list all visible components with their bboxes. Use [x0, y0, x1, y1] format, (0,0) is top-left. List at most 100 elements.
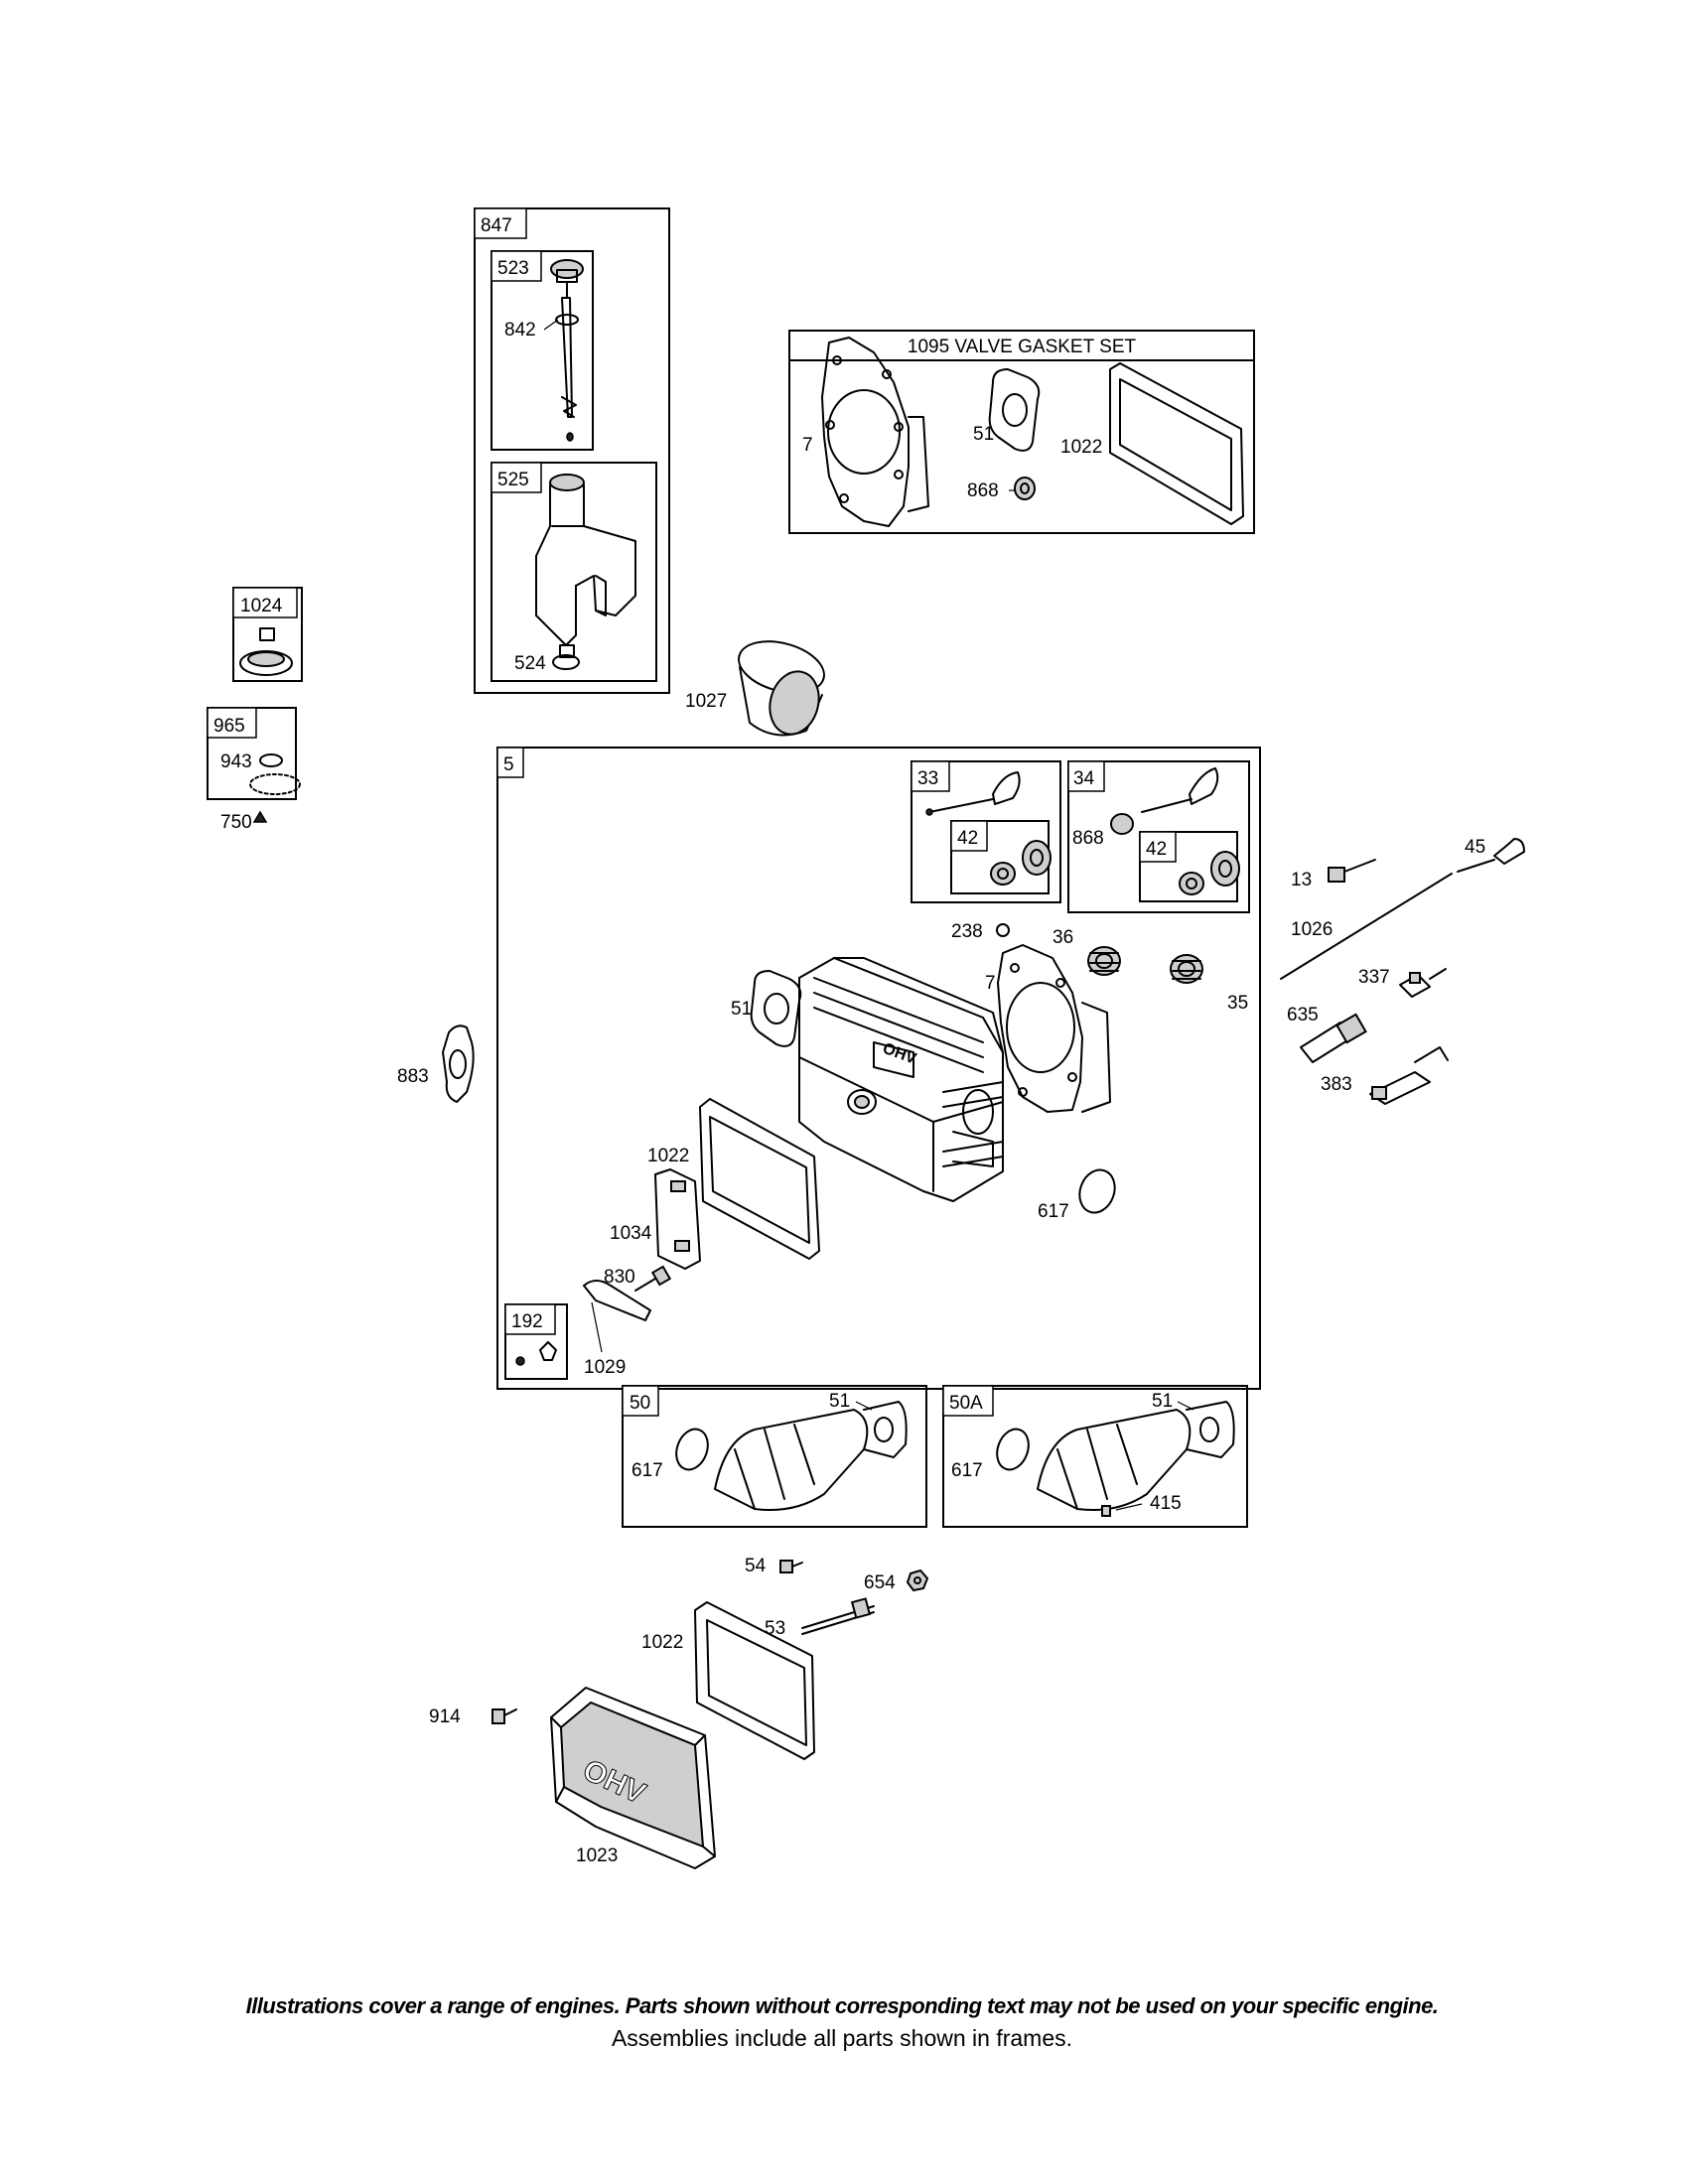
assembly-847-frame: 847	[474, 207, 670, 694]
callout-51-b: 51	[731, 999, 752, 1020]
assembly-34-frame: 34	[1067, 760, 1250, 913]
frame-label-50a: 50A	[949, 1393, 983, 1414]
frame-label-33: 33	[917, 768, 938, 789]
callout-914: 914	[429, 1706, 461, 1727]
callout-1022-b: 1022	[647, 1146, 689, 1166]
callout-415: 415	[1150, 1493, 1182, 1514]
callout-1034: 1034	[610, 1223, 652, 1244]
callout-51-c: 51	[829, 1391, 850, 1412]
callout-654: 654	[864, 1572, 896, 1593]
retainer-part-238	[996, 923, 1010, 937]
dipstick-part	[550, 259, 584, 442]
frame-label-847: 847	[481, 215, 512, 236]
callout-45: 45	[1465, 837, 1485, 858]
callout-36: 36	[1052, 927, 1073, 948]
rocker-cover-gasket-a	[1109, 362, 1244, 525]
callout-830: 830	[604, 1267, 635, 1288]
push-rod-part-1026	[1280, 873, 1453, 980]
footer-assembly-note: Assemblies include all parts shown in fr…	[611, 2025, 1073, 2051]
frame-label-1024: 1024	[240, 596, 283, 616]
cylinder-head-part: OHV	[798, 957, 1004, 1202]
callout-617-c: 617	[951, 1460, 983, 1481]
intake-manifold-part-50	[714, 1401, 908, 1511]
callout-1022-c: 1022	[641, 1632, 683, 1653]
callout-617-a: 617	[1038, 1201, 1069, 1222]
head-ohv-lettering: OHV	[881, 1040, 919, 1068]
callout-868-a: 868	[967, 480, 999, 501]
callout-1023: 1023	[576, 1845, 618, 1866]
frame-label-192: 192	[511, 1311, 543, 1332]
screw-part-54	[779, 1560, 803, 1573]
intake-gasket-part-b	[750, 970, 802, 1047]
callout-7-b: 7	[985, 973, 996, 994]
assembly-5-frame: 5	[496, 747, 1261, 1390]
spark-plug-part-337	[1399, 968, 1447, 998]
callout-13: 13	[1291, 870, 1312, 890]
callout-54: 54	[745, 1556, 767, 1576]
nut-part-654	[906, 1569, 929, 1592]
intake-manifold-part-50a	[1037, 1401, 1235, 1511]
callout-842: 842	[504, 320, 536, 341]
frame-label-523: 523	[497, 258, 529, 279]
frame-label-525: 525	[497, 470, 529, 490]
callout-524: 524	[514, 653, 546, 674]
head-gasket-part-b	[997, 944, 1111, 1113]
assembly-965-frame: 965	[207, 707, 301, 800]
callout-1029: 1029	[584, 1357, 626, 1378]
o-ring-617-b	[675, 1428, 709, 1471]
valve-part-45	[1457, 838, 1525, 873]
oil-filter-part-1027	[738, 640, 825, 737]
o-ring-617-a	[1078, 1168, 1116, 1214]
callout-51-d: 51	[1152, 1391, 1173, 1412]
frame-label-5: 5	[503, 754, 514, 775]
valve-seal-868-a	[1014, 477, 1036, 500]
footer-disclaimer: Illustrations cover a range of engines. …	[245, 1993, 1439, 2018]
gasket-part-883	[442, 1024, 475, 1103]
callout-943: 943	[220, 751, 252, 772]
callout-868-b: 868	[1072, 828, 1104, 849]
callout-750: 750	[220, 812, 252, 833]
o-ring-617-c	[996, 1428, 1030, 1471]
assembly-42-frame-b: 42	[1139, 831, 1240, 902]
assembly-1024-frame: 1024	[232, 587, 303, 682]
valve-spring-part-36	[1087, 946, 1121, 976]
stud-part-53	[801, 1597, 875, 1635]
assembly-50a-frame: 50A	[942, 1385, 1248, 1528]
assembly-523-frame: 523	[491, 250, 594, 451]
screw-part-914	[491, 1708, 517, 1724]
intake-gasket-part-a	[988, 368, 1041, 452]
temp-sensor-part-830	[634, 1265, 672, 1292]
assembly-192-frame: 192	[504, 1303, 568, 1380]
frame-label-965: 965	[213, 716, 245, 737]
ignition-tool-part-383	[1369, 1046, 1449, 1105]
callout-337: 337	[1358, 967, 1390, 988]
callout-35: 35	[1227, 993, 1248, 1014]
callout-635: 635	[1287, 1005, 1319, 1025]
callout-1026: 1026	[1291, 919, 1333, 940]
assembly-1095-frame: 1095 VALVE GASKET SET	[788, 330, 1255, 534]
assembly-42-frame-a: 42	[950, 820, 1052, 894]
callout-238: 238	[951, 921, 983, 942]
dipstick-tube-part	[535, 474, 636, 658]
head-gasket-part-a	[821, 337, 929, 527]
callout-1027: 1027	[685, 691, 727, 712]
callout-1022-a: 1022	[1060, 437, 1102, 458]
frame-label-34: 34	[1073, 768, 1095, 789]
frame-label-42-a: 42	[957, 828, 978, 849]
assembly-525-frame: 525	[491, 462, 657, 682]
rocker-cover-gasket-b	[699, 1098, 820, 1260]
callout-617-b: 617	[632, 1460, 663, 1481]
spark-plug-boot-part-635	[1300, 1013, 1367, 1063]
valve-spring-part-35	[1170, 954, 1203, 984]
rocker-cover-gasket-c	[694, 1601, 815, 1760]
frame-label-50: 50	[630, 1393, 650, 1414]
screw-part-13	[1328, 859, 1376, 883]
frame-label-42-b: 42	[1146, 839, 1167, 860]
clip-part-1029	[583, 1280, 651, 1321]
o-ring-524	[552, 654, 580, 670]
frame-label-1095: 1095 VALVE GASKET SET	[908, 337, 1137, 357]
rocker-cover-part-1023: OHV	[550, 1687, 716, 1869]
callout-883: 883	[397, 1066, 429, 1087]
callout-383: 383	[1321, 1074, 1352, 1095]
